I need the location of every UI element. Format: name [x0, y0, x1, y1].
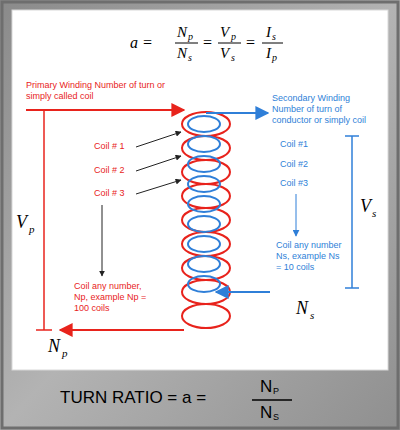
primary-turn — [182, 232, 230, 256]
voltage-subscript: p — [29, 223, 35, 236]
formula-symbol: I — [266, 23, 271, 41]
winding-note: Primary Winding Number of turn or simply… — [26, 80, 176, 102]
coil-label: Coil #2 — [280, 159, 308, 170]
coil-label: Coil # 2 — [94, 165, 125, 176]
turn-ratio-symbol: N — [260, 403, 272, 423]
leader-line — [136, 132, 181, 147]
turn-ratio-subscript: P — [273, 386, 279, 397]
voltage-subscript: s — [372, 207, 376, 220]
fraction-bar — [262, 43, 283, 44]
fraction-bar — [252, 399, 292, 401]
turns-subscript: s — [310, 309, 314, 322]
formula-symbol: N — [177, 44, 187, 62]
turn-ratio-symbol: N — [260, 377, 272, 397]
voltage-bracket — [36, 329, 52, 331]
coil-label: Coil # 1 — [94, 141, 125, 152]
leader-line — [296, 194, 297, 236]
primary-coil — [182, 112, 230, 328]
turn-ratio-subscript: S — [273, 412, 279, 423]
voltage-bracket — [345, 135, 359, 137]
secondary-turn — [188, 276, 220, 292]
turn-ratio-title: TURN RATIO = a = — [60, 388, 206, 408]
leader-line — [136, 156, 181, 171]
secondary-coil — [188, 116, 220, 292]
secondary-turn — [188, 236, 220, 252]
secondary-lead — [206, 112, 268, 114]
secondary-turn — [188, 216, 220, 232]
formula-symbol: a = — [130, 33, 153, 52]
formula-subscript: p — [188, 31, 193, 43]
secondary-lead — [216, 291, 270, 293]
coil-label: Coil # 3 — [94, 188, 125, 199]
fraction-bar — [218, 43, 241, 44]
coil-label: Coil #1 — [280, 139, 308, 150]
secondary-turn — [188, 136, 220, 152]
formula-symbol: I — [266, 44, 271, 62]
coil-label: Coil #3 — [280, 178, 308, 189]
voltage-bracket — [351, 136, 353, 288]
secondary-turn — [188, 156, 220, 172]
leader-line — [136, 180, 181, 194]
primary-turn — [182, 304, 230, 328]
coil-note: Coil any number, Np, example Np = 100 co… — [74, 281, 158, 313]
secondary-turn — [188, 116, 220, 132]
turns-subscript: p — [62, 347, 68, 360]
formula-subscript: p — [272, 52, 277, 64]
coil-note: Coil any number Ns, example Ns = 10 coil… — [276, 240, 344, 272]
turns-symbol: N — [296, 298, 308, 320]
formula-subscript: s — [231, 52, 235, 64]
formula-symbol: = — [203, 33, 212, 52]
voltage-bracket — [345, 287, 359, 289]
white-panel — [12, 10, 388, 370]
voltage-symbol: V — [360, 196, 371, 218]
winding-note: Secondary Winding Number of turn of cond… — [272, 93, 380, 125]
secondary-turn — [188, 176, 220, 192]
formula-symbol: = — [246, 33, 255, 52]
formula-symbol: N — [177, 23, 187, 41]
primary-turn — [182, 112, 230, 136]
formula-symbol: V — [220, 23, 229, 41]
secondary-turn — [188, 196, 220, 212]
primary-lead — [26, 109, 184, 111]
secondary-turn — [188, 256, 220, 272]
voltage-symbol: V — [16, 212, 27, 234]
formula-symbol: V — [220, 44, 229, 62]
voltage-bracket — [36, 109, 52, 111]
fraction-bar — [175, 43, 198, 44]
voltage-bracket — [43, 110, 45, 330]
formula-subscript: s — [272, 31, 276, 43]
primary-lead — [60, 329, 184, 331]
formula-subscript: p — [231, 31, 236, 43]
formula-subscript: s — [188, 52, 192, 64]
leader-line — [102, 205, 103, 276]
turns-symbol: N — [48, 336, 60, 358]
